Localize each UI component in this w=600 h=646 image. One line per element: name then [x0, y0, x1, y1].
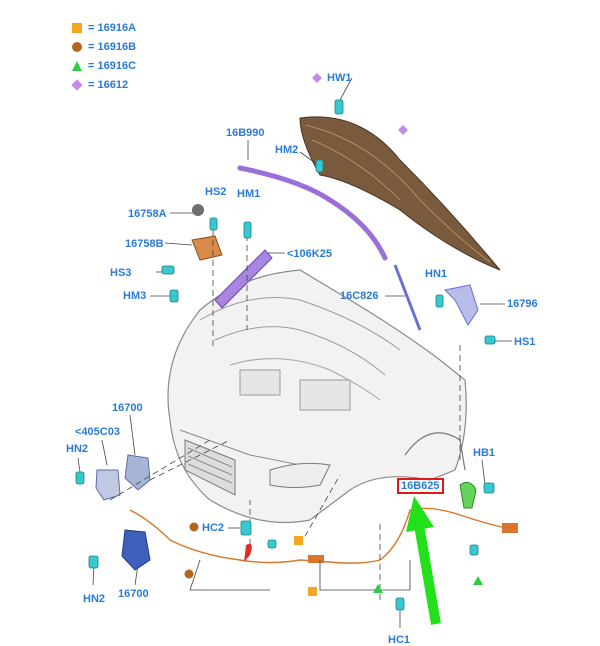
cable-clip-red — [244, 543, 252, 562]
legend-item-16612: = 16612 — [71, 75, 136, 94]
label-405C03[interactable]: <405C03 — [75, 426, 120, 438]
label-hb1[interactable]: HB1 — [473, 447, 496, 459]
label-hn2-top[interactable]: HN2 — [66, 443, 89, 455]
label-hs1[interactable]: HS1 — [514, 336, 536, 348]
label-hm1[interactable]: HM1 — [237, 188, 261, 200]
label-hm3[interactable]: HM3 — [123, 290, 147, 302]
cable-connector — [502, 523, 518, 533]
callout-lines — [77, 77, 512, 628]
clip-cable-2 — [469, 544, 479, 556]
marker-circle-cable — [184, 569, 194, 579]
clip-hm2 — [315, 159, 324, 173]
clip-hs1 — [484, 335, 496, 345]
label-hn1[interactable]: HN1 — [425, 268, 448, 280]
label-hn2-bottom[interactable]: HN2 — [83, 593, 106, 605]
clip-hw1 — [334, 99, 344, 115]
release-cable — [129, 507, 516, 564]
hood-hinge-right — [443, 284, 479, 326]
label-hc2[interactable]: HC2 — [202, 522, 225, 534]
clip-hn1 — [435, 294, 444, 308]
marker-circle-hc2 — [189, 522, 199, 532]
hood-insulator — [214, 249, 273, 309]
diamond-icon — [71, 78, 83, 91]
leader-lines — [109, 230, 461, 600]
hood-latch-lower — [121, 529, 151, 571]
marker-triangle-hb1 — [473, 576, 483, 585]
legend-label: = 16612 — [88, 78, 129, 91]
label-16758A[interactable]: 16758A — [128, 208, 167, 220]
bracket-16758B — [191, 235, 223, 261]
label-16700-top[interactable]: 16700 — [112, 402, 143, 414]
clip-hc2 — [240, 520, 252, 536]
clip-hc1 — [395, 597, 405, 611]
release-handle — [459, 481, 477, 509]
hood-panel — [299, 116, 501, 271]
triangle-icon — [72, 60, 82, 71]
legend-item-16916B: = 16916B — [72, 37, 136, 56]
cable-handle — [308, 555, 324, 563]
marker-diamond-hood — [398, 125, 408, 135]
label-hs3[interactable]: HS3 — [110, 267, 132, 279]
label-hm2[interactable]: HM2 — [275, 144, 299, 156]
clip-hs2 — [209, 217, 218, 231]
clip-cable-1 — [267, 539, 277, 549]
label-16758B[interactable]: 16758B — [125, 238, 164, 250]
legend-label: = 16916B — [88, 40, 137, 53]
label-hw1[interactable]: HW1 — [327, 72, 352, 84]
legend-label: = 16916C — [88, 59, 137, 72]
label-106K25[interactable]: <106K25 — [287, 248, 332, 260]
front-grille — [184, 439, 236, 496]
clip-hm1 — [243, 221, 252, 239]
clip-hm3 — [169, 289, 179, 303]
green-pointer-arrow — [406, 496, 441, 625]
headlight — [269, 462, 331, 488]
marker-square-top — [294, 536, 303, 545]
circle-icon — [72, 41, 82, 52]
label-hc1[interactable]: HC1 — [388, 634, 411, 646]
hood-latch-bracket — [95, 469, 121, 501]
label-16C826[interactable]: 16C826 — [340, 290, 379, 302]
car-front-body — [167, 269, 467, 524]
label-16796[interactable]: 16796 — [507, 298, 538, 310]
label-16B625-highlighted[interactable]: 16B625 — [397, 478, 444, 494]
clip-hb1 — [483, 482, 495, 494]
label-16700-bottom[interactable]: 16700 — [118, 588, 149, 600]
legend-item-16916C: = 16916C — [72, 56, 136, 75]
fastener-clips — [75, 99, 496, 611]
bumper-16758A — [192, 204, 204, 216]
label-16B990[interactable]: 16B990 — [226, 127, 265, 139]
legend-label: = 16916A — [88, 21, 137, 34]
marker-square-bottom — [308, 587, 317, 596]
clip-hs3 — [161, 265, 175, 275]
clip-hn2-top — [75, 471, 85, 485]
legend: = 16916A = 16916B = 16916C = 16612 — [71, 18, 136, 94]
hood-gas-strut — [393, 264, 422, 331]
marker-diamond-hw1 — [312, 73, 322, 83]
marker-triangle-hc1 — [373, 584, 383, 593]
hood-seal-strip — [237, 165, 388, 261]
diagram-markers — [184, 73, 483, 596]
label-hs2[interactable]: HS2 — [205, 186, 227, 198]
square-icon — [72, 22, 82, 33]
legend-item-16916A: = 16916A — [72, 18, 136, 37]
hood-latch-upper — [124, 454, 151, 491]
clip-hn2-bottom — [88, 555, 99, 569]
